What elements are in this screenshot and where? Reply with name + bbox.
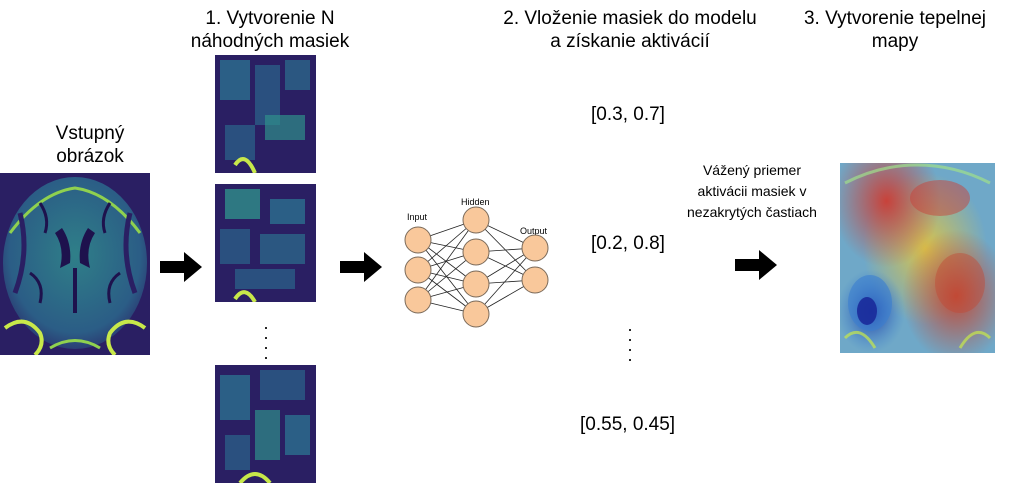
step1-title-line1: 1. Vytvorenie N bbox=[205, 8, 335, 29]
hidden-node bbox=[462, 270, 490, 298]
hidden-node bbox=[462, 206, 490, 234]
step3-title-line2: mapy bbox=[871, 31, 919, 52]
step1-title: 1. Vytvorenie N náhodných masiek bbox=[175, 7, 365, 53]
output-node bbox=[521, 266, 549, 294]
weighted-note-line1: Vážený priemer bbox=[702, 162, 802, 178]
input-node bbox=[404, 286, 432, 314]
input-node bbox=[404, 226, 432, 254]
hidden-node bbox=[462, 300, 490, 328]
step3-title: 3. Vytvorenie tepelnej mapy bbox=[795, 7, 995, 53]
activation-value-2: [0.2, 0.8] bbox=[591, 233, 665, 254]
heatmap-image bbox=[840, 163, 995, 353]
step3-title-line1: 3. Vytvorenie tepelnej bbox=[803, 8, 987, 29]
activation-value-1: [0.3, 0.7] bbox=[591, 104, 665, 125]
activation-value-3: [0.55, 0.45] bbox=[580, 414, 676, 435]
arrow-right-icon bbox=[735, 250, 777, 280]
input-label-line2: obrázok bbox=[56, 146, 124, 167]
input-mri-image bbox=[0, 173, 150, 355]
activation-ellipsis: .... bbox=[627, 315, 633, 365]
weighted-note-line2: aktivácii masiek v bbox=[697, 183, 807, 199]
mask-tile-2 bbox=[215, 184, 316, 302]
mask-ellipsis: .... bbox=[263, 313, 269, 363]
network-output-label: Output bbox=[520, 226, 548, 236]
network-nodes bbox=[404, 206, 549, 328]
hidden-node bbox=[462, 238, 490, 266]
mask-tile-1 bbox=[215, 55, 316, 173]
neural-network-diagram: Input Hidden Output bbox=[404, 197, 549, 328]
output-node bbox=[521, 234, 549, 262]
arrow-right-icon bbox=[160, 252, 202, 282]
input-label-line1: Vstupný bbox=[55, 123, 125, 144]
network-connections bbox=[417, 219, 536, 315]
step2-title-line2: a získanie aktivácií bbox=[550, 31, 710, 52]
network-input-label: Input bbox=[407, 212, 428, 222]
input-node bbox=[404, 256, 432, 284]
step2-title-line1: 2. Vloženie masiek do modelu bbox=[503, 8, 757, 29]
weighted-note-line3: nezakrytých častiach bbox=[687, 204, 817, 220]
weighted-average-note: Vážený priemer aktivácii masiek v nezakr… bbox=[672, 160, 832, 223]
step1-title-line2: náhodných masiek bbox=[190, 31, 350, 52]
mask-tile-3 bbox=[215, 365, 316, 483]
input-image-label: Vstupný obrázok bbox=[40, 122, 140, 168]
network-hidden-label: Hidden bbox=[461, 197, 490, 207]
step2-title: 2. Vloženie masiek do modelu a získanie … bbox=[470, 7, 790, 53]
arrow-right-icon bbox=[340, 252, 382, 282]
